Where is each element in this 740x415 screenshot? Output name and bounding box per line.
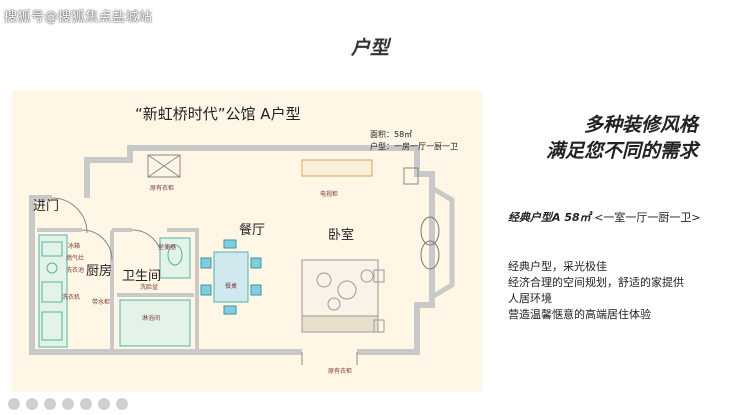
- classic-unit-label: 经典户型A 58㎡: [508, 211, 591, 224]
- floor-plan-panel: [12, 90, 482, 392]
- classic-unit-detail: <一室一厅一厨一卫>: [594, 211, 701, 224]
- label-basin: 洗脸盆: [140, 284, 159, 291]
- label-sink: 洗衣池: [66, 267, 85, 274]
- floor-plan-title: “新虹桥时代”公馆 A户型: [135, 105, 301, 123]
- label-counter: 带水柜: [92, 299, 111, 306]
- description-line: 营造温馨惬意的高端居住体验: [508, 308, 651, 321]
- label-dining-table: 餐桌: [225, 283, 238, 290]
- label-fridge: 冰箱: [68, 243, 81, 250]
- feature-heading-line1: 多种装修风格: [583, 114, 698, 136]
- label-stove: 燃气灶: [66, 255, 85, 262]
- unit-area: 面积：58㎡: [370, 130, 413, 139]
- description-line: 人居环境: [508, 292, 552, 305]
- description-line: 经典户型，采光极佳: [508, 260, 607, 273]
- unit-description: 经典户型，采光极佳 经济合理的空间规划，舒适的家提供 人居环境 营造温馨惬意的高…: [508, 259, 684, 323]
- label-bed-wardrobe: 原有衣柜: [328, 368, 353, 375]
- download-icon[interactable]: [98, 398, 110, 410]
- description-line: 经济合理的空间规划，舒适的家提供: [508, 276, 684, 289]
- zoom-out-icon[interactable]: [62, 398, 74, 410]
- feature-heading-line2: 满足您不同的需求: [545, 140, 698, 162]
- label-washer: 洗衣机: [62, 294, 81, 301]
- label-wardrobe-top: 原有衣柜: [150, 185, 175, 192]
- viewer-toolbar: [8, 398, 128, 410]
- room-label-kitchen: 厨房: [86, 264, 113, 279]
- zoom-in-icon[interactable]: [44, 398, 56, 410]
- unit-type: 户型：一房一厅一厨一卫: [370, 142, 458, 151]
- rotate-icon[interactable]: [80, 398, 92, 410]
- room-label-dining: 餐厅: [239, 223, 266, 238]
- room-label-entrance: 进门: [33, 199, 60, 214]
- classic-unit-line: 经典户型A 58㎡ <一室一厅一厨一卫>: [508, 209, 701, 225]
- slide-title: 户型: [350, 37, 389, 59]
- room-label-bathroom: 卫生间: [122, 269, 162, 284]
- feature-heading: 多种装修风格 满足您不同的需求: [546, 112, 698, 164]
- room-label-bedroom: 卧室: [328, 228, 355, 243]
- watermark: 搜狐号@搜狐焦点盐城站: [4, 10, 153, 25]
- label-tv-cabinet: 电视柜: [320, 191, 339, 198]
- next-icon[interactable]: [26, 398, 38, 410]
- label-toilet: 坐便器: [158, 244, 177, 251]
- fullscreen-icon[interactable]: [116, 398, 128, 410]
- label-shower: 淋浴间: [142, 315, 161, 322]
- floor-plan-drawing: [29, 145, 455, 365]
- prev-icon[interactable]: [8, 398, 20, 410]
